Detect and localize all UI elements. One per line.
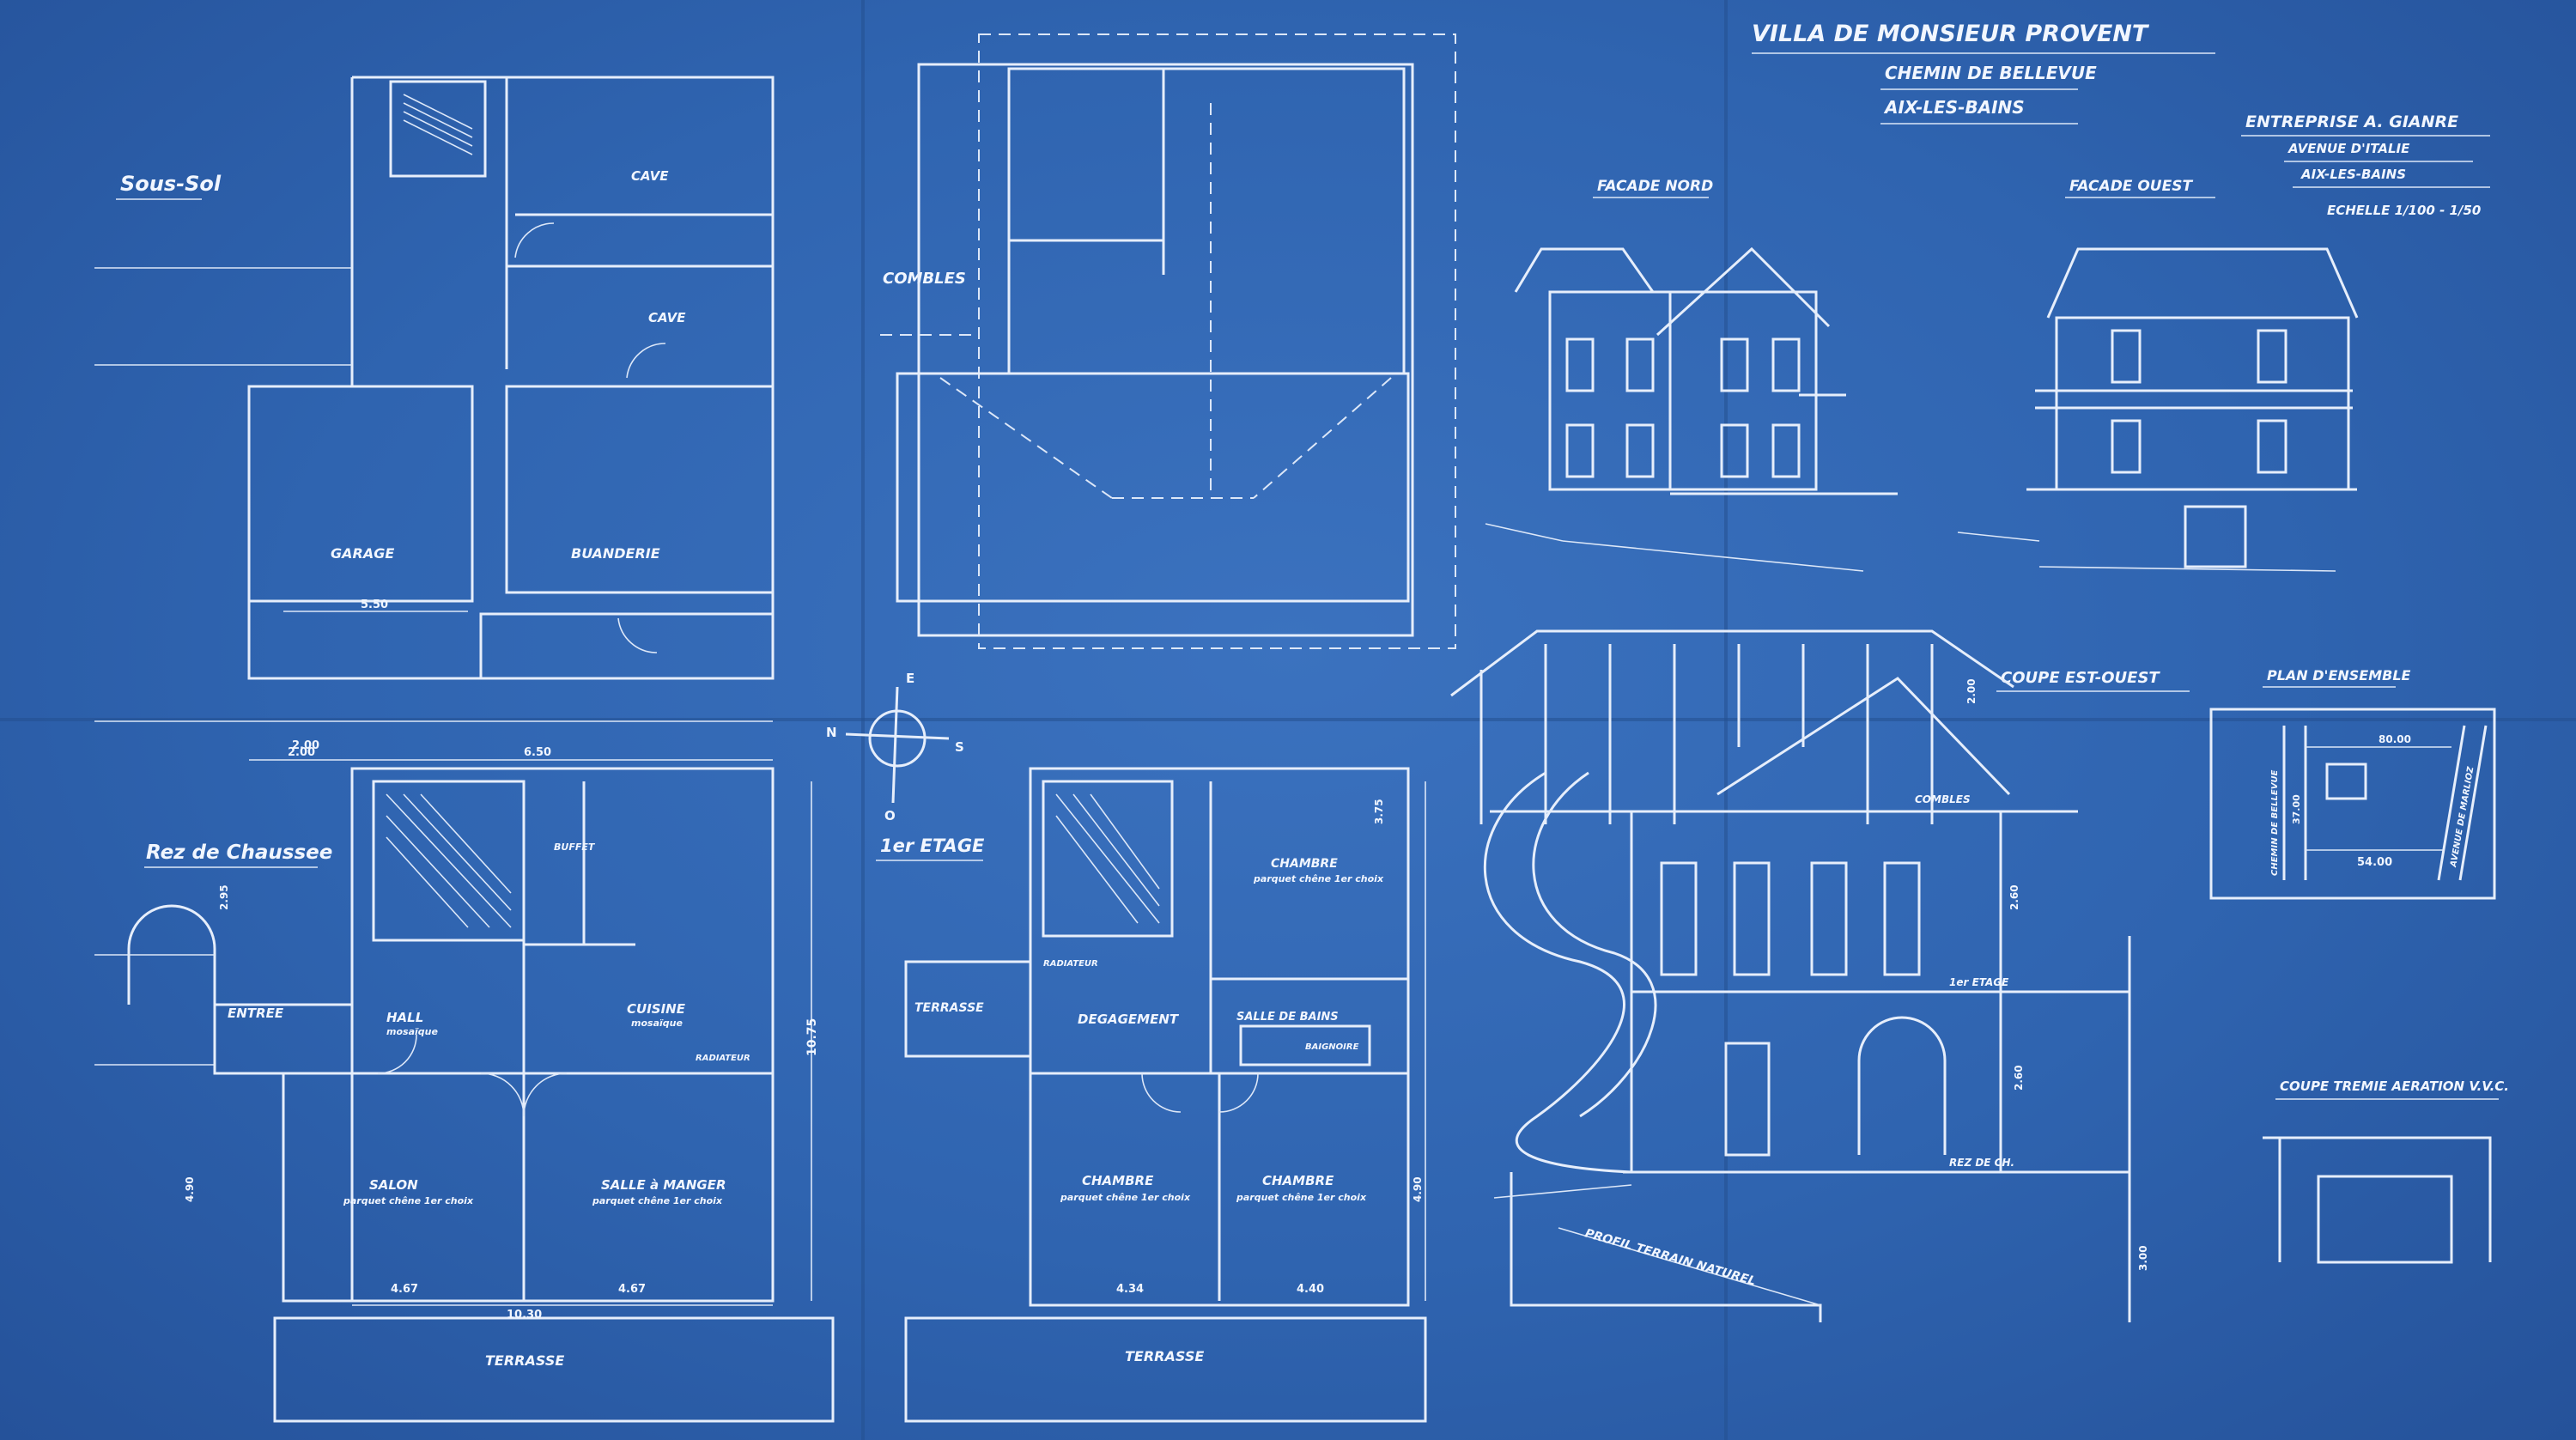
section-heading: COUPE EST-OUEST bbox=[2001, 669, 2160, 687]
compass-east: E bbox=[906, 671, 914, 686]
dim-rez-width: 6.50 bbox=[524, 746, 551, 759]
note-salon: parquet chêne 1er choix bbox=[343, 1195, 474, 1206]
compass: N S E O bbox=[826, 671, 964, 823]
room-hall: HALL bbox=[386, 1010, 423, 1025]
note-salle-a-manger: parquet chêne 1er choix bbox=[592, 1195, 723, 1206]
room-cuisine: CUISINE bbox=[627, 1001, 686, 1017]
room-chambre-3: CHAMBRE bbox=[1262, 1173, 1334, 1188]
plan-sous-sol: Sous-Sol CAVE CAVE GARAGE BUANDERIE 5.50… bbox=[94, 76, 775, 752]
elevation-facade-nord: FACADE NORD bbox=[1485, 178, 1898, 572]
room-terrasse-etage-2: TERRASSE bbox=[1125, 1348, 1204, 1364]
section-dim-2: 2.60 bbox=[2008, 884, 2020, 910]
note-chambre-2: parquet chêne 1er choix bbox=[1060, 1192, 1191, 1203]
plan-rez-de-chaussee: Rez de Chaussee ENTREE HALL CUISINE SALO… bbox=[94, 746, 835, 1423]
title-block: VILLA DE MONSIEUR PROVENT CHEMIN DE BELL… bbox=[1752, 21, 2490, 218]
dim-salle: 4.67 bbox=[618, 1283, 646, 1296]
dim-sous-sol-1: 5.50 bbox=[361, 598, 388, 611]
dim-rez-8: 4.90 bbox=[184, 1176, 196, 1202]
section-label-etage: 1er ETAGE bbox=[1949, 976, 2009, 988]
section-dim-1: 2.00 bbox=[1965, 678, 1978, 704]
etage-heading: 1er ETAGE bbox=[880, 835, 985, 856]
dim-salon: 4.67 bbox=[391, 1283, 418, 1296]
note-cuisine: mosaïque bbox=[631, 1018, 683, 1029]
dim-rez-7: 2.95 bbox=[218, 884, 230, 910]
street-text: CHEMIN DE BELLEVUE bbox=[1885, 63, 2097, 83]
plan-1er-etage: 1er ETAGE TERRASSE DEGAGEMENT CHAMBRE SA… bbox=[876, 767, 1427, 1423]
sous-sol-heading: Sous-Sol bbox=[120, 172, 222, 196]
site-label-chemin: CHEMIN DE BELLEVUE bbox=[2270, 769, 2280, 876]
dim-chambre-3: 4.40 bbox=[1297, 1283, 1324, 1296]
elevation-facade-ouest: FACADE OUEST bbox=[1957, 178, 2359, 572]
section-dim-3: 2.60 bbox=[2013, 1065, 2025, 1091]
compass-south: S bbox=[955, 739, 964, 755]
section-dim-4: 3.00 bbox=[2137, 1245, 2149, 1271]
vent-section-heading: COUPE TREMIE AERATION V.V.C. bbox=[2280, 1078, 2509, 1094]
rez-heading: Rez de Chaussee bbox=[146, 842, 332, 864]
title-text: VILLA DE MONSIEUR PROVENT bbox=[1752, 21, 2150, 47]
section-coupe-est-ouest: COUPE EST-OUEST COMBLES 1er ETAGE REZ DE… bbox=[1450, 629, 2190, 1322]
section-label-combles: COMBLES bbox=[1915, 793, 1971, 805]
site-label-54: 54.00 bbox=[2357, 856, 2392, 869]
room-chambre-2: CHAMBRE bbox=[1082, 1173, 1154, 1188]
note-chambre-3: parquet chêne 1er choix bbox=[1236, 1192, 1367, 1203]
dim-etage-3: 3.75 bbox=[1373, 799, 1385, 824]
room-degagement: DEGAGEMENT bbox=[1078, 1012, 1180, 1027]
section-label-rez: REZ DE CH. bbox=[1949, 1157, 2014, 1169]
site-label-37: 37.00 bbox=[2291, 794, 2302, 824]
dim-rez-depth: 10.75 bbox=[805, 1018, 819, 1056]
site-label-avenue: AVENUE DE MARLIOZ bbox=[2449, 765, 2476, 868]
room-buffet: BUFFET bbox=[554, 842, 596, 853]
room-entree: ENTREE bbox=[228, 1006, 284, 1021]
dim-sous-sol-2: 2.00 bbox=[292, 739, 319, 752]
note-hall: mosaïque bbox=[386, 1026, 438, 1037]
room-cave-1: CAVE bbox=[631, 168, 669, 184]
room-terrasse-rez: TERRASSE bbox=[485, 1352, 564, 1369]
room-garage: GARAGE bbox=[331, 545, 394, 562]
dim-chambre-2: 4.34 bbox=[1116, 1283, 1144, 1296]
room-salle-de-bains: SALLE DE BAINS bbox=[1236, 1011, 1339, 1024]
dim-rez-2: 2.00 bbox=[288, 746, 315, 759]
dim-terrasse-rez: 10.30 bbox=[507, 1309, 542, 1322]
note-radiateur-rez: RADIATEUR bbox=[696, 1054, 750, 1063]
section-label-terrain: PROFIL TERRAIN NATUREL bbox=[1583, 1226, 1758, 1288]
compass-west: O bbox=[884, 808, 896, 823]
room-salon: SALON bbox=[369, 1177, 418, 1193]
note-chambre-1: parquet chêne 1er choix bbox=[1253, 873, 1384, 884]
room-chambre-1: CHAMBRE bbox=[1271, 857, 1338, 871]
site-plan: PLAN D'ENSEMBLE CHEMIN DE BELLEVUE AVENU… bbox=[2209, 667, 2496, 900]
compass-north: N bbox=[826, 725, 837, 740]
town-text: AIX-LES-BAINS bbox=[1883, 97, 2025, 118]
contractor-text: ENTREPRISE A. GIANRE bbox=[2245, 112, 2458, 131]
site-label-80: 80.00 bbox=[2379, 733, 2411, 745]
room-buanderie: BUANDERIE bbox=[571, 545, 660, 562]
dim-etage-4: 4.90 bbox=[1412, 1176, 1424, 1202]
room-cave-2: CAVE bbox=[648, 310, 686, 325]
plan-combles: COMBLES bbox=[880, 33, 1456, 649]
contractor-street-text: AVENUE D'ITALIE bbox=[2287, 141, 2410, 156]
contractor-town-text: AIX-LES-BAINS bbox=[2300, 167, 2406, 182]
site-plan-heading: PLAN D'ENSEMBLE bbox=[2267, 667, 2411, 684]
room-terrasse-etage-1: TERRASSE bbox=[914, 1001, 984, 1015]
facade-nord-heading: FACADE NORD bbox=[1597, 178, 1713, 195]
vent-section: COUPE TREMIE AERATION V.V.C. bbox=[2263, 1078, 2509, 1264]
combles-heading: COMBLES bbox=[883, 270, 966, 288]
scale-text: ECHELLE 1/100 - 1/50 bbox=[2327, 203, 2481, 218]
room-salle-a-manger: SALLE à MANGER bbox=[601, 1177, 726, 1193]
note-baignoire: BAIGNOIRE bbox=[1305, 1042, 1359, 1052]
facade-ouest-heading: FACADE OUEST bbox=[2069, 178, 2193, 195]
note-radiateur-etage: RADIATEUR bbox=[1043, 959, 1098, 969]
